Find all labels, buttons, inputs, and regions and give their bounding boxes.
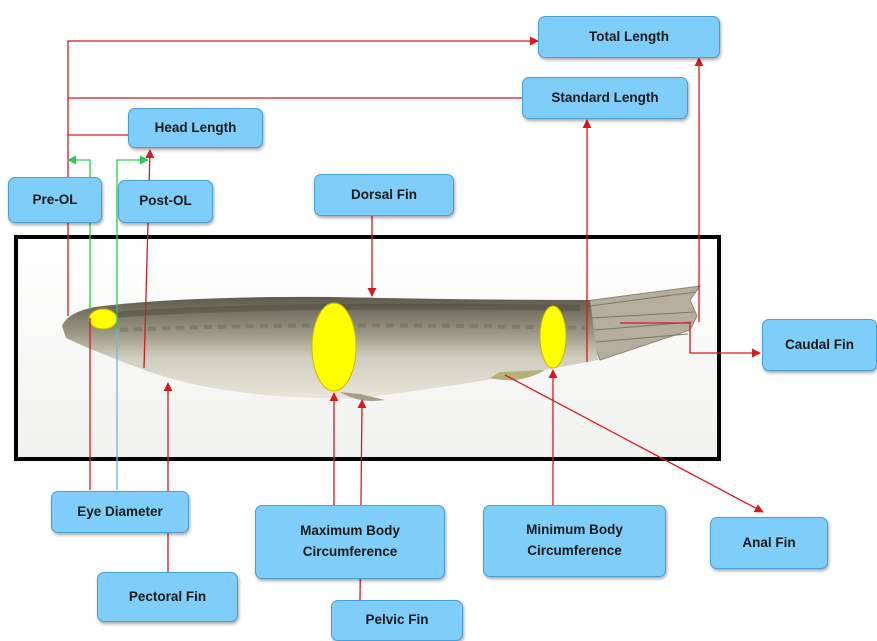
head-length-label: Head Length	[128, 108, 263, 148]
pelvic-fin-label: Pelvic Fin	[331, 600, 463, 641]
eye-marker	[89, 309, 117, 329]
minimum-body-circumference-marker	[540, 306, 566, 368]
minimum-body-circumference-line1: Minimum Body	[526, 520, 623, 541]
pre-ol-label: Pre-OL	[8, 177, 102, 223]
post-ol-label: Post-OL	[118, 180, 213, 223]
anal-fin-label: Anal Fin	[710, 517, 828, 569]
minimum-body-circumference-line2: Circumference	[527, 541, 622, 562]
eye-diameter-label: Eye Diameter	[51, 491, 189, 533]
standard-length-label: Standard Length	[522, 77, 688, 119]
maximum-body-circumference-label: Maximum Body Circumference	[255, 505, 445, 579]
dorsal-fin-label: Dorsal Fin	[314, 174, 454, 216]
caudal-fin-label: Caudal Fin	[762, 319, 877, 371]
maximum-body-circumference-marker	[312, 303, 356, 391]
maximum-body-circumference-line1: Maximum Body	[300, 521, 400, 542]
minimum-body-circumference-label: Minimum Body Circumference	[483, 505, 666, 577]
maximum-body-circumference-line2: Circumference	[303, 542, 398, 563]
pectoral-fin-label: Pectoral Fin	[97, 572, 238, 622]
total-length-label: Total Length	[538, 16, 720, 58]
